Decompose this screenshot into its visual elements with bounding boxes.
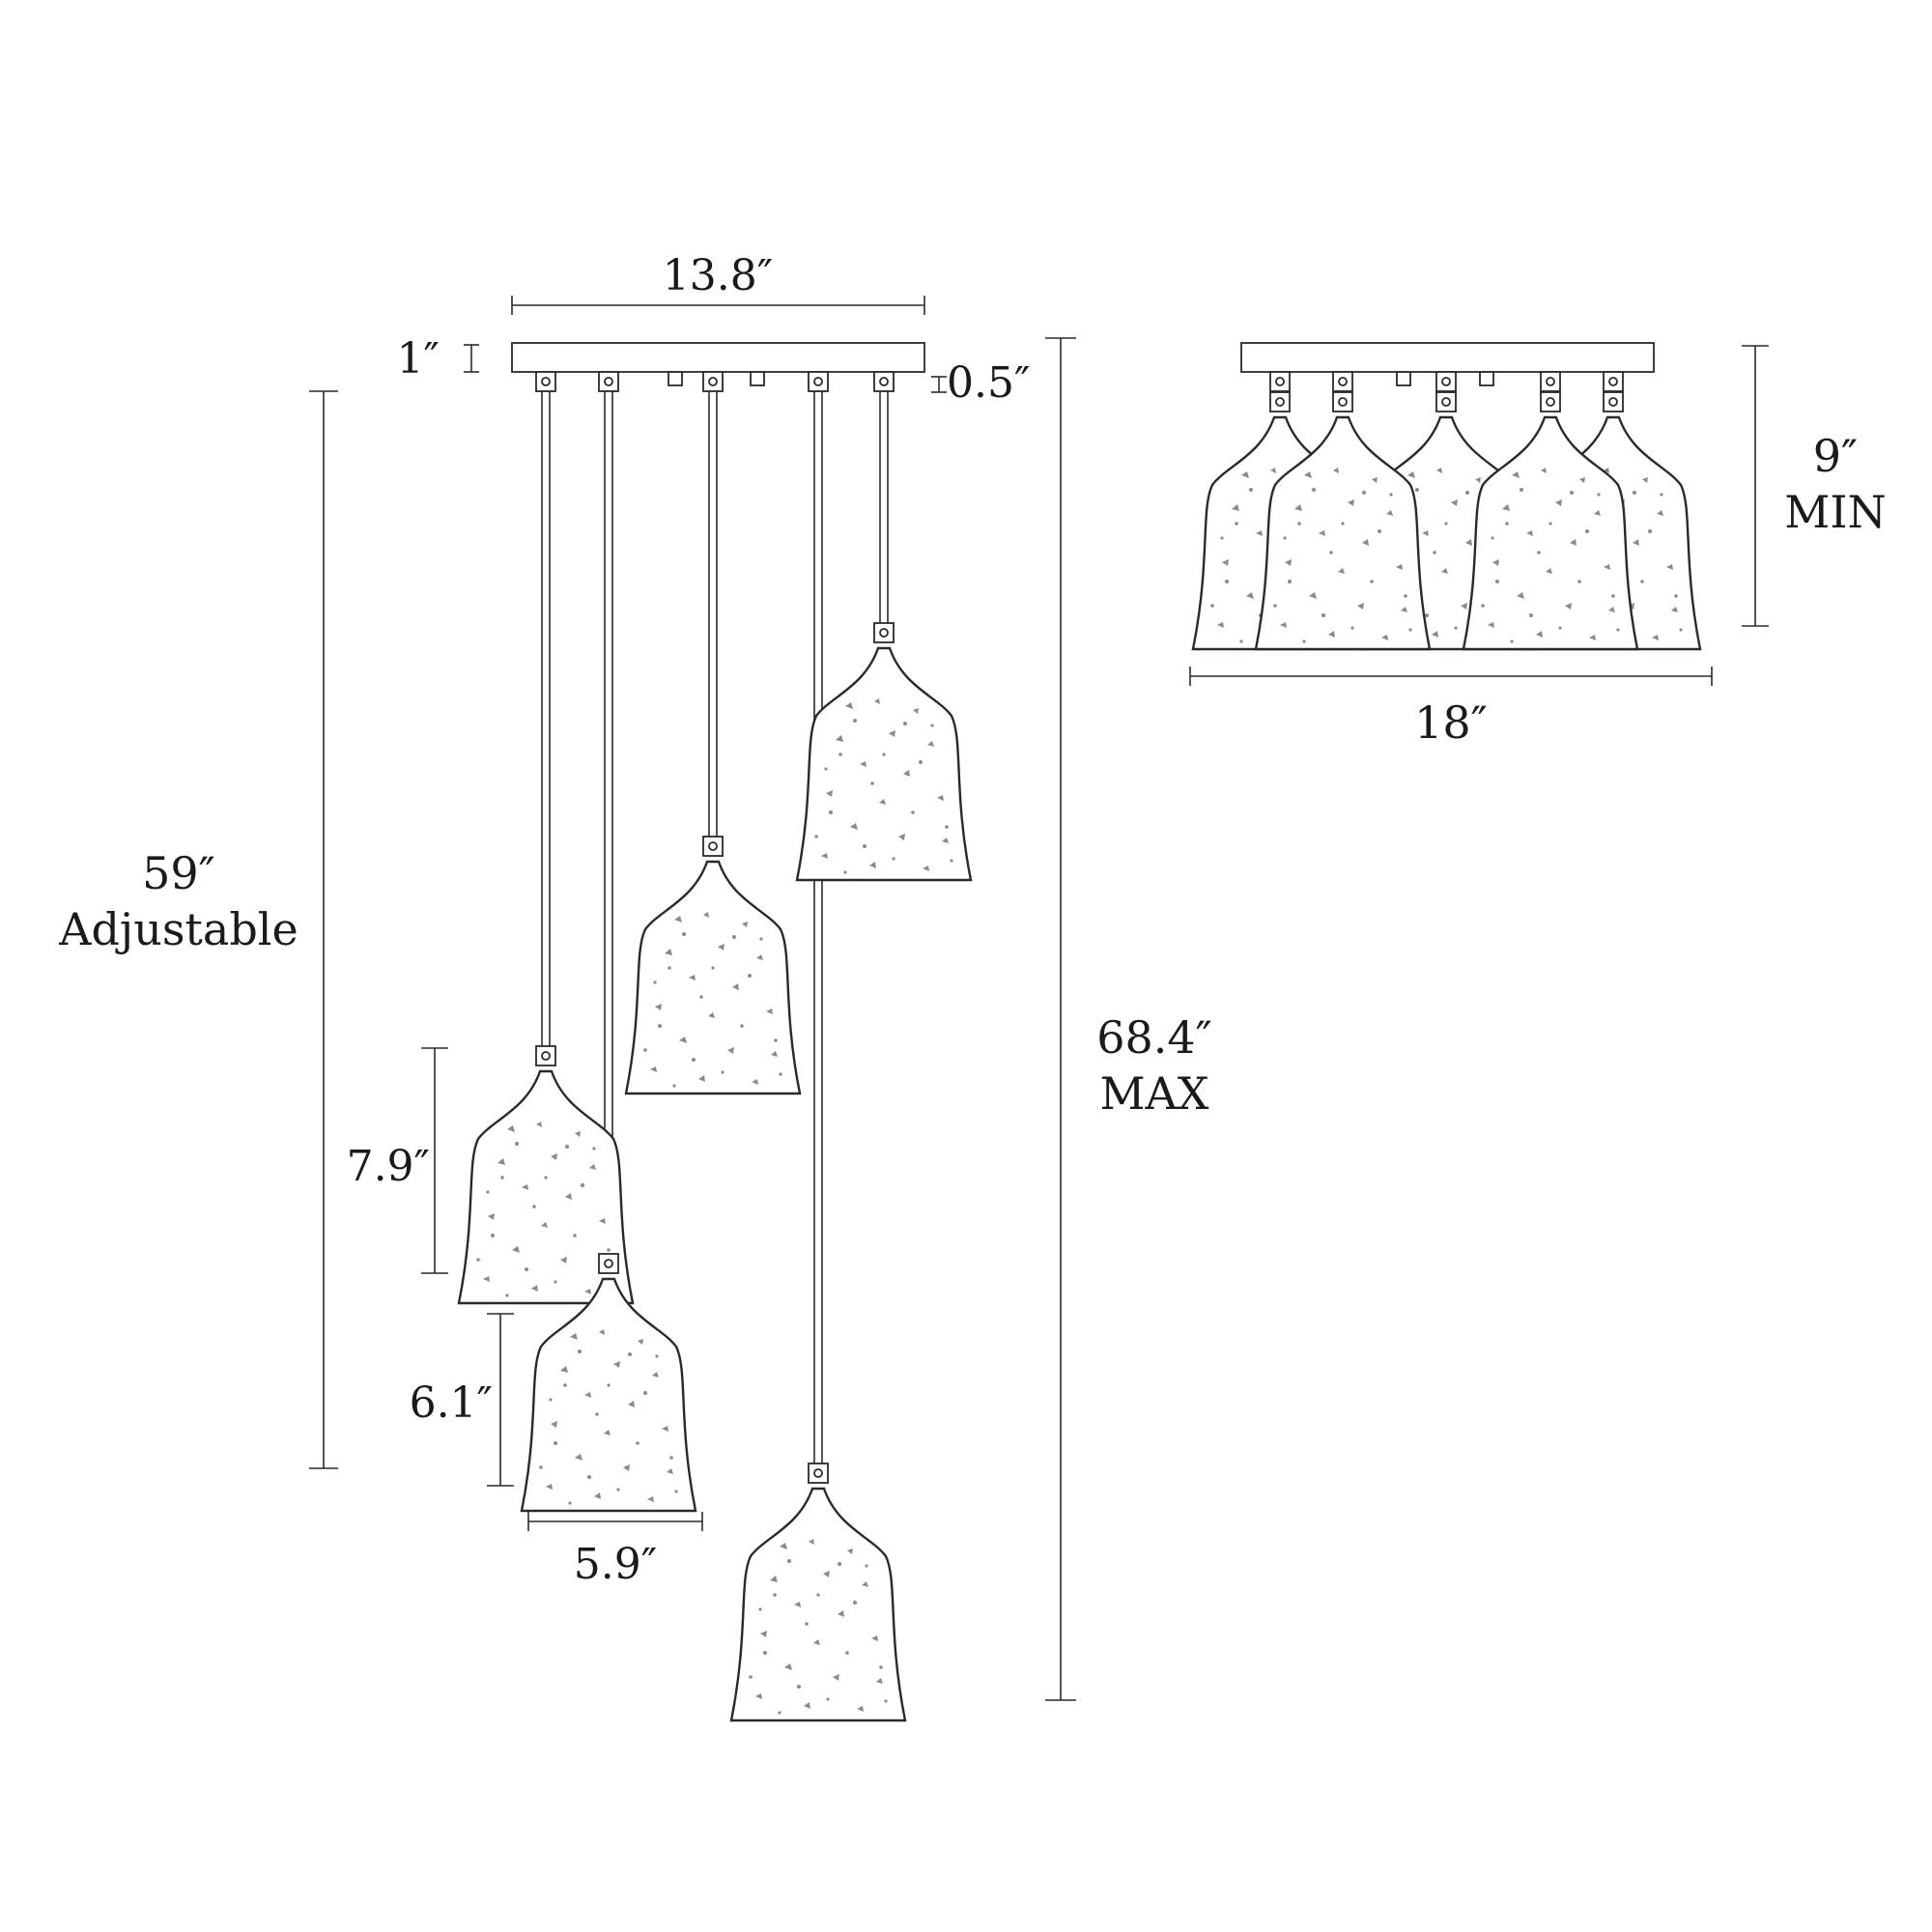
cords bbox=[541, 391, 889, 1463]
canopy-plate-compact bbox=[1240, 342, 1655, 373]
mount-2 bbox=[598, 371, 619, 392]
dim-shade-body-height: 6.1″ bbox=[410, 1313, 514, 1487]
svg-text:7.9″: 7.9″ bbox=[347, 1142, 430, 1191]
svg-text:18″: 18″ bbox=[1414, 696, 1488, 749]
svg-text:5.9″: 5.9″ bbox=[574, 1540, 657, 1589]
compact-screw-2 bbox=[1479, 371, 1494, 386]
mount-5 bbox=[873, 371, 895, 392]
mount-1 bbox=[535, 371, 556, 392]
svg-text:MAX: MAX bbox=[1099, 1067, 1208, 1120]
pendant-assembly-extended bbox=[459, 342, 971, 1720]
screw-2 bbox=[750, 371, 765, 386]
pendant-shade-3 bbox=[626, 837, 800, 1094]
dim-min-height: 9″ MIN bbox=[1742, 345, 1887, 627]
mount-4 bbox=[808, 371, 829, 392]
compact-mount-1 bbox=[1269, 371, 1291, 392]
dim-canopy-height: 1″ bbox=[397, 334, 479, 384]
svg-text:MIN: MIN bbox=[1784, 486, 1887, 538]
dim-max-height: 68.4″ MAX bbox=[1045, 337, 1212, 1701]
svg-text:6.1″: 6.1″ bbox=[410, 1378, 493, 1428]
compact-screw-1 bbox=[1396, 371, 1411, 386]
dim-shade-width: 5.9″ bbox=[527, 1512, 703, 1589]
svg-text:59″: 59″ bbox=[142, 847, 215, 899]
compact-mount-2 bbox=[1332, 371, 1353, 392]
svg-text:9″: 9″ bbox=[1813, 430, 1858, 482]
svg-text:Adjustable: Adjustable bbox=[58, 903, 298, 955]
dim-cord-length: 59″ Adjustable bbox=[58, 390, 338, 1469]
mount-3 bbox=[702, 371, 724, 392]
dim-shade-height: 7.9″ bbox=[347, 1047, 448, 1274]
canopy-plate bbox=[511, 342, 925, 373]
dim-canopy-length: 13.8″ bbox=[511, 251, 925, 315]
dim-canopy-gap: 0.5″ bbox=[931, 358, 1030, 408]
svg-text:1″: 1″ bbox=[397, 334, 440, 384]
pendant-shade-4 bbox=[731, 1463, 905, 1720]
pendant-assembly-compact bbox=[1193, 342, 1700, 649]
dim-min-width: 18″ bbox=[1189, 667, 1713, 749]
svg-text:13.8″: 13.8″ bbox=[663, 251, 773, 300]
svg-text:0.5″: 0.5″ bbox=[947, 358, 1030, 408]
svg-text:68.4″: 68.4″ bbox=[1096, 1011, 1212, 1064]
pendant-shade-5 bbox=[797, 623, 971, 880]
compact-mount-3 bbox=[1435, 371, 1457, 392]
compact-mount-5 bbox=[1603, 371, 1624, 392]
screw-1 bbox=[668, 371, 683, 386]
compact-mount-4 bbox=[1540, 371, 1561, 392]
